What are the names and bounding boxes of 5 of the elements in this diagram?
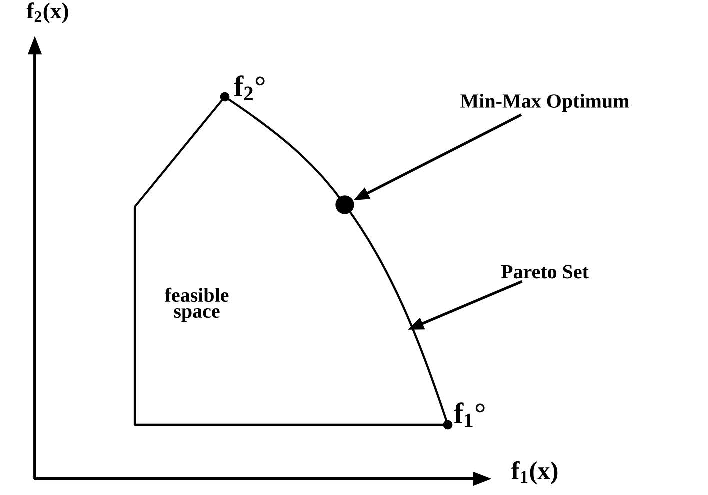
optimum-dot	[336, 196, 354, 214]
callout-text: Pareto Set	[501, 265, 589, 279]
axis-label: f$_{1}$(x)	[511, 461, 558, 485]
callout-text: Min-Max Optimum	[460, 94, 630, 112]
axis-label: f$_{2}$(x)	[26, 2, 68, 24]
